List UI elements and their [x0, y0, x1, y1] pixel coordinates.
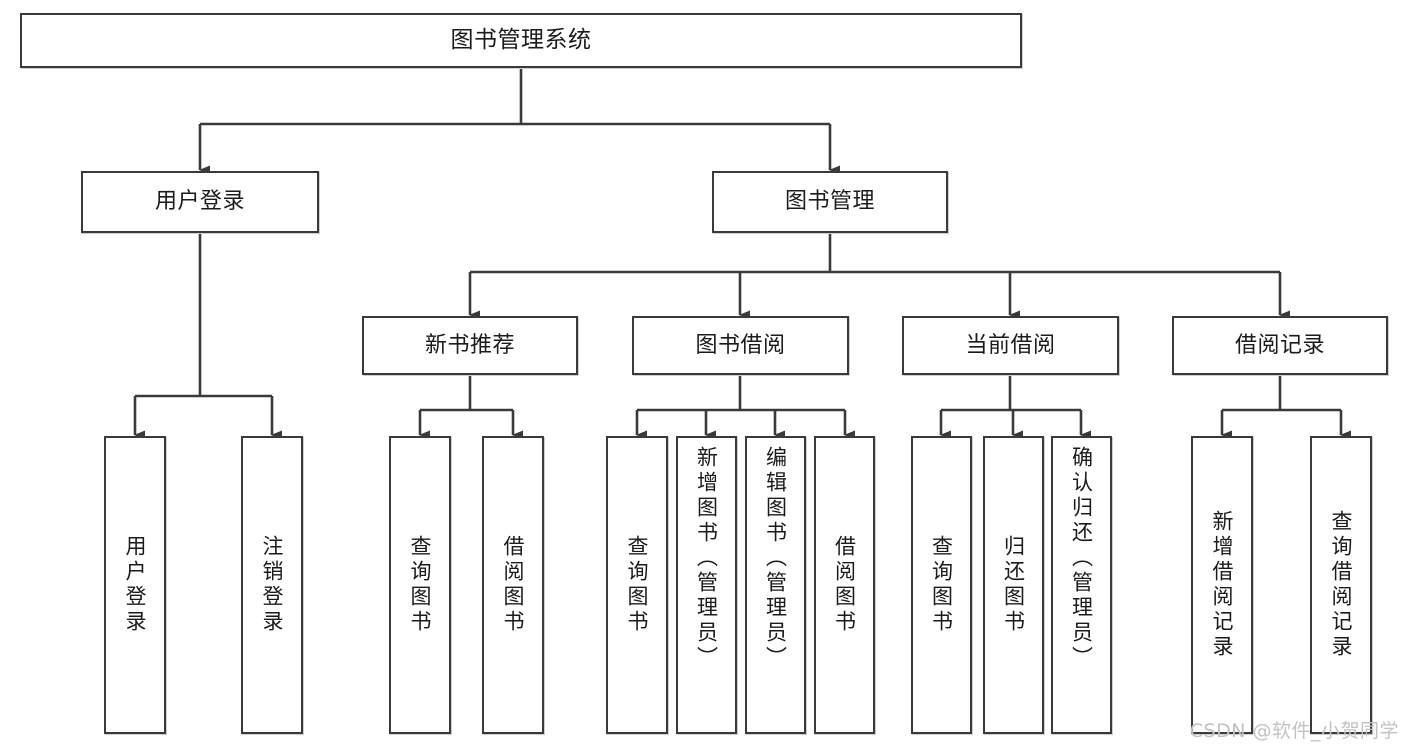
node-label: 归还图书	[1001, 535, 1026, 635]
leaf-add-book[interactable]: 新增图书（管理员）	[676, 436, 737, 734]
node-label: 新增图书（管理员）	[694, 446, 719, 671]
node-label: 查询图书	[408, 535, 433, 635]
node-root[interactable]: 图书管理系统	[20, 13, 1022, 68]
node-book-manage[interactable]: 图书管理	[712, 171, 948, 233]
leaf-logout[interactable]: 注销登录	[241, 436, 303, 734]
leaf-return-book[interactable]: 归还图书	[983, 436, 1044, 734]
leaf-borrow-book-1[interactable]: 借阅图书	[482, 436, 544, 734]
leaf-confirm-return[interactable]: 确认归还（管理员）	[1051, 436, 1112, 734]
node-label: 查询图书	[625, 535, 650, 635]
leaf-edit-book[interactable]: 编辑图书（管理员）	[745, 436, 806, 734]
leaf-borrow-book-2[interactable]: 借阅图书	[814, 436, 875, 734]
leaf-query-record[interactable]: 查询借阅记录	[1310, 436, 1372, 734]
node-label: 用户登录	[123, 535, 148, 635]
node-label: 用户登录	[154, 189, 245, 215]
leaf-query-book-1[interactable]: 查询图书	[389, 436, 451, 734]
node-label: 查询图书	[929, 535, 954, 635]
node-user-login[interactable]: 用户登录	[81, 171, 319, 233]
node-borrow-record[interactable]: 借阅记录	[1172, 316, 1388, 375]
node-new-book-rec[interactable]: 新书推荐	[362, 316, 578, 375]
leaf-query-book-2[interactable]: 查询图书	[606, 436, 668, 734]
node-label: 借阅图书	[832, 535, 857, 635]
node-label: 借阅图书	[501, 535, 526, 635]
watermark-text: CSDN @软件_小贺同学	[1189, 720, 1399, 742]
node-label: 借阅记录	[1234, 332, 1325, 358]
node-label: 编辑图书（管理员）	[763, 446, 788, 671]
node-label: 当前借阅	[965, 332, 1056, 358]
node-label: 图书借阅	[695, 332, 786, 358]
leaf-user-login[interactable]: 用户登录	[104, 436, 166, 734]
node-label: 注销登录	[260, 535, 285, 635]
node-label: 图书管理	[784, 189, 875, 215]
node-label: 图书管理系统	[450, 26, 592, 53]
leaf-add-record[interactable]: 新增借阅记录	[1191, 436, 1253, 734]
node-label: 查询借阅记录	[1329, 510, 1354, 660]
node-book-borrow[interactable]: 图书借阅	[632, 316, 849, 375]
leaf-query-book-3[interactable]: 查询图书	[911, 436, 972, 734]
node-label: 确认归还（管理员）	[1069, 446, 1094, 671]
node-label: 新书推荐	[424, 332, 515, 358]
node-label: 新增借阅记录	[1210, 510, 1235, 660]
node-current-borrow[interactable]: 当前借阅	[902, 316, 1119, 375]
